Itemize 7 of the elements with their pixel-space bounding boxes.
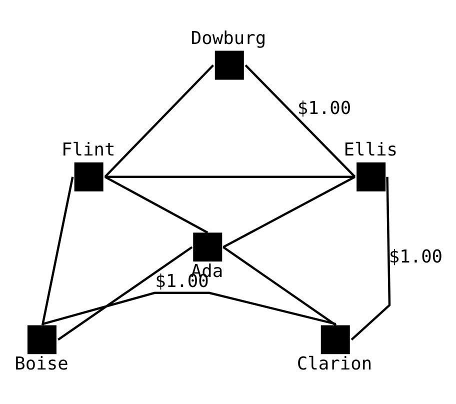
node-label: Dowburg [190,27,266,48]
edge-label: $1.00 [297,98,352,119]
node-label: Ellis [344,138,398,160]
node-label: Flint [61,138,116,160]
node-text: Clarion [296,353,372,374]
edge-label: $1.00 [388,246,443,268]
node-text: Boise [14,353,68,374]
